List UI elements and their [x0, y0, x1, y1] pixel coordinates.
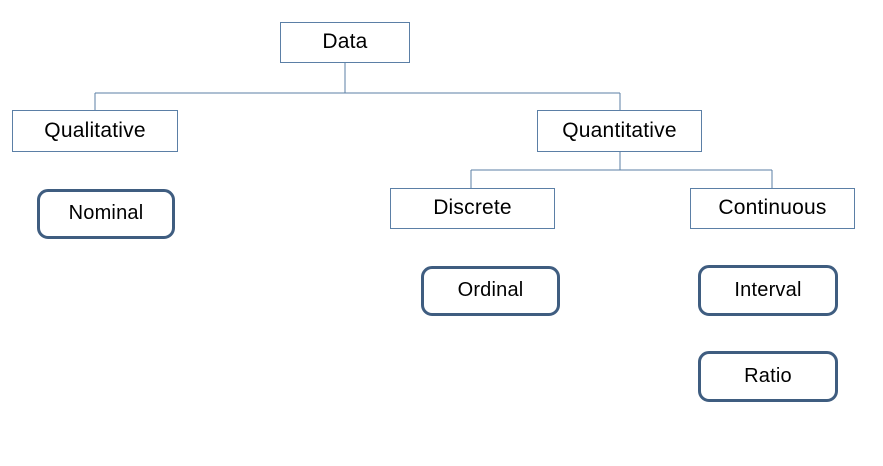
node-discrete[interactable]: Discrete: [390, 188, 555, 229]
node-data[interactable]: Data: [280, 22, 410, 63]
node-ratio[interactable]: Ratio: [698, 351, 838, 402]
node-label-nominal: Nominal: [68, 202, 144, 224]
node-label-ratio: Ratio: [744, 364, 792, 387]
node-label-ordinal: Ordinal: [457, 279, 524, 301]
node-interval[interactable]: Interval: [698, 265, 838, 316]
node-label-interval: Interval: [734, 278, 802, 301]
node-label-continuous: Continuous: [718, 196, 827, 219]
node-label-qualitative: Qualitative: [44, 118, 146, 142]
node-continuous[interactable]: Continuous: [690, 188, 855, 229]
node-label-discrete: Discrete: [433, 196, 512, 219]
node-qualitative[interactable]: Qualitative: [12, 110, 178, 152]
node-quantitative[interactable]: Quantitative: [537, 110, 702, 152]
node-ordinal[interactable]: Ordinal: [421, 266, 560, 316]
node-label-data: Data: [322, 30, 368, 53]
node-nominal[interactable]: Nominal: [37, 189, 175, 239]
node-label-quantitative: Quantitative: [562, 118, 677, 142]
